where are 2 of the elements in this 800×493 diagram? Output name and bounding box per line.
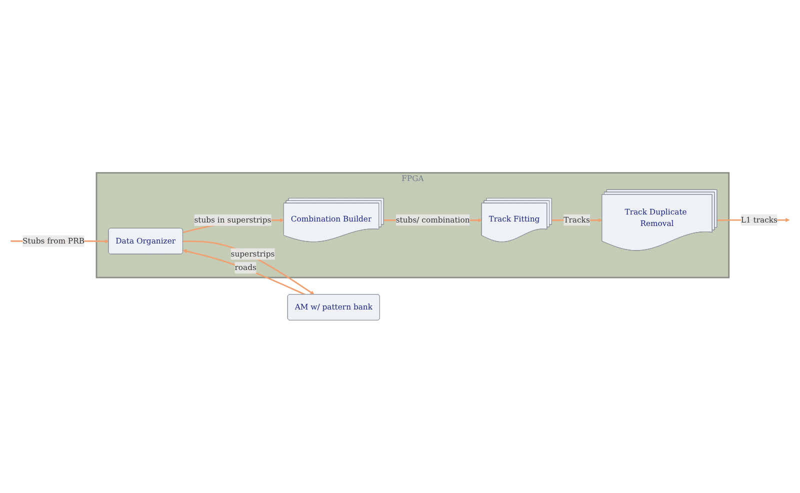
arrow — [182, 249, 306, 296]
arrow — [182, 240, 314, 295]
